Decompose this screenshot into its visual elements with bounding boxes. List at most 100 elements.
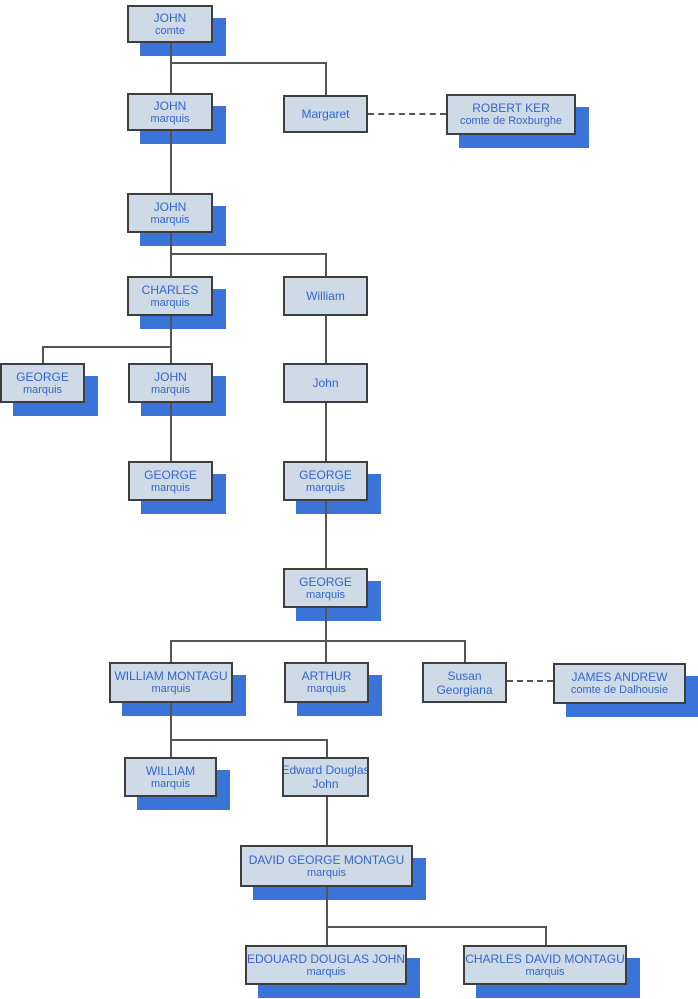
person-box[interactable]: ARTHUR marquis: [284, 662, 369, 703]
descent-line-12: [170, 403, 172, 461]
person-title: marquis: [150, 112, 190, 125]
person-name: EDOUARD DOUGLAS JOHN: [246, 951, 406, 966]
person-william-montagu: WILLIAM MONTAGU marquis: [109, 662, 246, 716]
person-title: marquis: [150, 213, 190, 226]
person-box[interactable]: JOHN comte: [127, 5, 213, 43]
person-title: marquis: [150, 481, 191, 494]
descent-line-14: [325, 501, 327, 568]
person-box[interactable]: GEORGE marquis: [128, 461, 213, 501]
person-title: marquis: [306, 866, 347, 879]
person-box[interactable]: Susan Georgiana: [422, 662, 507, 703]
person-title: marquis: [150, 777, 191, 790]
person-title: comte de Roxburghe: [459, 115, 563, 127]
person-name: JOHN: [154, 369, 187, 384]
person-box[interactable]: William: [283, 276, 368, 316]
descent-line-11: [325, 316, 327, 363]
descent-line-21: [170, 703, 172, 740]
person-title: marquis: [150, 383, 191, 396]
person-william: William: [283, 276, 368, 316]
person-name: ARTHUR: [301, 669, 352, 683]
person-box[interactable]: JOHN marquis: [127, 193, 213, 233]
descent-line-2: [325, 62, 327, 95]
person-george-marquis-4: GEORGE marquis: [283, 568, 381, 621]
descent-line-9: [42, 346, 171, 348]
person-name: Edward Douglas John: [282, 763, 369, 791]
person-charles-david-montagu: CHARLES DAVID MONTAGU marquis: [463, 945, 640, 998]
person-robert-ker: ROBERT KER comte de Roxburghe: [446, 94, 589, 148]
person-name: WILLIAM MONTAGU: [114, 669, 228, 683]
person-box[interactable]: GEORGE marquis: [283, 568, 368, 608]
person-name: John: [312, 376, 339, 390]
person-title: marquis: [525, 965, 565, 978]
person-title: marquis: [306, 965, 346, 978]
descent-line-15: [325, 608, 327, 641]
person-name: WILLIAM: [145, 763, 196, 778]
person-title: comte: [155, 24, 185, 37]
person-name: JAMES ANDREW: [571, 670, 668, 684]
person-box[interactable]: WILLIAM marquis: [124, 757, 217, 797]
person-box[interactable]: JAMES ANDREW comte de Dalhousie: [553, 663, 686, 704]
person-name: Margaret: [301, 107, 350, 121]
person-box[interactable]: JOHN marquis: [128, 363, 213, 403]
descent-line-28: [326, 926, 328, 945]
person-box[interactable]: CHARLES marquis: [127, 276, 213, 316]
person-david-george-montagu: DAVID GEORGE MONTAGU marquis: [240, 845, 426, 900]
person-box[interactable]: JOHN marquis: [127, 93, 213, 131]
person-name: GEORGE: [299, 574, 352, 589]
person-box[interactable]: Margaret: [283, 95, 368, 133]
person-george-marquis-1: GEORGE marquis: [0, 363, 98, 416]
descent-line-6: [170, 253, 326, 255]
person-edward-douglas-john: Edward Douglas John: [282, 757, 369, 797]
descent-line-7: [325, 253, 327, 276]
descent-line-1: [170, 62, 326, 64]
person-william-marquis: WILLIAM marquis: [124, 757, 230, 810]
person-title: marquis: [305, 481, 346, 494]
descent-line-29: [545, 926, 547, 945]
person-box[interactable]: John: [283, 363, 368, 403]
person-name: JOHN: [153, 10, 187, 25]
descent-line-4: [170, 131, 172, 193]
person-john-2: John: [283, 363, 368, 403]
descent-line-22: [170, 739, 327, 741]
descent-line-0: [170, 43, 172, 93]
person-box[interactable]: GEORGE marquis: [0, 363, 85, 403]
person-charles-marquis: CHARLES marquis: [127, 276, 226, 329]
descent-line-24: [326, 739, 328, 757]
person-john-marquis-2: JOHN marquis: [127, 193, 226, 246]
person-name: JOHN: [153, 98, 187, 113]
person-edouard-douglas-john: EDOUARD DOUGLAS JOHN marquis: [245, 945, 420, 998]
person-margaret: Margaret: [283, 95, 368, 133]
person-title: marquis: [150, 296, 190, 309]
descent-line-16: [170, 640, 465, 642]
descent-line-23: [170, 739, 172, 757]
person-title: marquis: [306, 683, 347, 695]
person-name: William: [306, 289, 345, 303]
person-box[interactable]: CHARLES DAVID MONTAGU marquis: [463, 945, 627, 985]
person-arthur-marquis: ARTHUR marquis: [284, 662, 382, 716]
person-james-andrew: JAMES ANDREW comte de Dalhousie: [553, 663, 698, 717]
descent-line-8: [170, 316, 172, 363]
descent-line-17: [170, 640, 172, 662]
person-title: marquis: [305, 588, 346, 601]
person-box[interactable]: Edward Douglas John: [282, 757, 369, 797]
person-box[interactable]: DAVID GEORGE MONTAGU marquis: [240, 845, 413, 887]
person-title: marquis: [151, 683, 191, 695]
person-box[interactable]: ROBERT KER comte de Roxburghe: [446, 94, 576, 135]
descent-line-18: [325, 640, 327, 662]
person-title: marquis: [22, 383, 63, 396]
person-box[interactable]: WILLIAM MONTAGU marquis: [109, 662, 233, 703]
person-name: Susan Georgiana: [436, 668, 493, 697]
person-john-comte: JOHN comte: [127, 5, 226, 56]
person-name: ROBERT KER: [472, 101, 550, 115]
person-susan-georgiana: Susan Georgiana: [422, 662, 507, 703]
marriage-line-20: [507, 680, 553, 682]
person-george-marquis-2: GEORGE marquis: [128, 461, 226, 514]
person-box[interactable]: EDOUARD DOUGLAS JOHN marquis: [245, 945, 407, 985]
person-box[interactable]: GEORGE marquis: [283, 461, 368, 501]
person-john-marquis-1: JOHN marquis: [127, 93, 226, 144]
descent-line-19: [464, 640, 466, 662]
person-title: comte de Dalhousie: [570, 684, 669, 696]
descent-line-27: [326, 926, 546, 928]
person-name: GEORGE: [299, 467, 352, 482]
